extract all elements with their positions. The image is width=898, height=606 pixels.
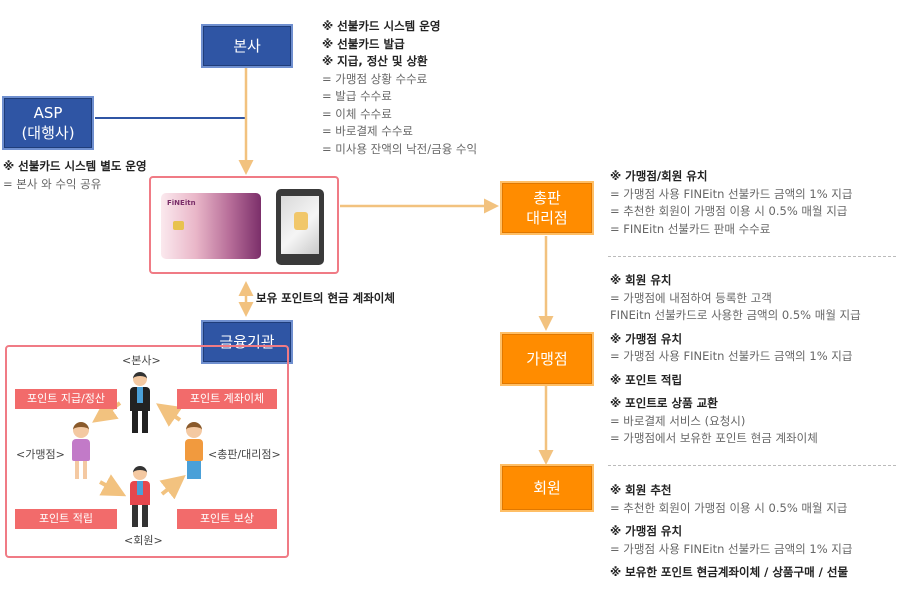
person-merchant-icon [70, 422, 92, 482]
flow-arrow-member-distributor [159, 475, 186, 500]
note-line: ※ 가맹점 유치 [610, 524, 683, 538]
point-flow-frame [5, 345, 289, 558]
distributor-box-label-line2: 대리점 [526, 209, 568, 227]
note-line: = FINEitn 선불카드 판매 수수료 [610, 221, 771, 236]
note-line: ※ 지급, 정산 및 상환 [322, 54, 428, 68]
distributor-notes: ※ 가맹점/회원 유치 = 가맹점 사용 FINEitn 선불카드 금액의 1% … [610, 168, 852, 238]
transfer-label: 보유 포인트의 현금 계좌이체 [256, 291, 395, 305]
note-line: ※ 회원 유치 [610, 273, 672, 287]
smartphone-icon [276, 189, 324, 265]
pill-accumulate: 포인트 적립 [15, 509, 117, 529]
hand-card-icon [294, 212, 308, 230]
person-hq-icon [128, 372, 152, 434]
note-line: = 바로결제 서비스 (요청시) [610, 413, 746, 428]
flow-arrow-merchant-member [99, 474, 127, 497]
hq-box: 본사 [201, 24, 293, 68]
pill-reward: 포인트 보상 [177, 509, 277, 529]
card-device-box: FiNEitn [149, 176, 339, 274]
note-line: = 가맹점 사용 FINEitn 선불카드 금액의 1% 지급 [610, 186, 853, 201]
note-line: = 가맹점 사용 FINEitn 선불카드 금액의 1% 지급 [610, 541, 853, 556]
note-line: = 미사용 잔액의 낙전/금융 수익 [322, 141, 478, 156]
asp-notes: ※ 선불카드 시스템 별도 운영 = 본사 와 수익 공유 [3, 158, 147, 193]
member-notes: ※ 회원 추천 = 추천한 회원이 가맹점 이용 시 0.5% 매월 지급 ※ 가맹… [610, 482, 852, 582]
note-line: = 바로결제 수수료 [322, 124, 414, 138]
note-line: FINEitn 선불카드로 사용한 금액의 0.5% 매월 지급 [610, 308, 861, 322]
note-line: = 가맹점 상황 수수료 [322, 71, 428, 86]
note-line: = 추천한 회원이 가맹점 이용 시 0.5% 매월 지급 [610, 204, 848, 218]
card-chip-icon [173, 221, 184, 230]
flow-label-merchant: <가맹점> [16, 448, 65, 461]
asp-box-label-line2: (대행사) [21, 124, 75, 142]
note-line: ※ 가맹점/회원 유치 [610, 169, 708, 183]
pill-pay-settle: 포인트 지급/정산 [15, 389, 117, 409]
note-line: ※ 가맹점 유치 [610, 331, 683, 346]
flow-label-member: <회원> [124, 534, 163, 547]
note-line: ※ 포인트로 상품 교환 [610, 396, 718, 410]
note-line: ※ 포인트 적립 [610, 372, 683, 387]
card-brand: FiNEitn [167, 199, 196, 207]
person-member-icon [128, 466, 152, 528]
finance-box: 금융기관 [201, 320, 293, 364]
note-line: = 가맹점에 내점하여 등록한 고객 [610, 290, 772, 305]
person-distributor-icon [183, 422, 205, 482]
member-box: 회원 [500, 464, 594, 512]
note-line: = 본사 와 수익 공유 [3, 176, 102, 191]
smartphone-screen [281, 196, 319, 254]
prepaid-card-image: FiNEitn [161, 193, 261, 259]
flow-arrow-distributor-hq [156, 403, 183, 427]
note-line: ※ 선불카드 시스템 운영 [322, 19, 441, 33]
note-line: = 가맹점 사용 FINEitn 선불카드 금액의 1% 지급 [610, 349, 853, 363]
note-line: = 가맹점에서 보유한 포인트 현금 계좌이체 [610, 431, 818, 445]
divider-2 [608, 465, 896, 466]
flow-label-hq: <본사> [122, 354, 161, 367]
divider-1 [608, 256, 896, 257]
note-line: = 추천한 회원이 가맹점 이용 시 0.5% 매월 지급 [610, 500, 848, 515]
distributor-box-label-line1: 총판 [533, 189, 561, 207]
note-line: ※ 보유한 포인트 현금계좌이체 / 상품구매 / 선물 [610, 565, 849, 579]
note-line: = 이체 수수료 [322, 106, 392, 121]
note-line: ※ 회원 추천 [610, 483, 672, 497]
hq-box-label: 본사 [233, 37, 261, 55]
merchant-notes: ※ 회원 유치 = 가맹점에 내점하여 등록한 고객 FINEitn 선불카드로 … [610, 272, 861, 448]
merchant-box-label: 가맹점 [526, 350, 568, 368]
member-box-label: 회원 [533, 479, 561, 497]
asp-box-label-line1: ASP [33, 104, 63, 122]
flow-label-distributor: <총판/대리점> [208, 448, 281, 461]
note-line: = 발급 수수료 [322, 89, 392, 103]
note-line: ※ 선불카드 시스템 별도 운영 [3, 159, 147, 173]
note-line: ※ 선불카드 발급 [322, 36, 405, 51]
pill-transfer: 포인트 계좌이체 [177, 389, 277, 409]
asp-box: ASP (대행사) [2, 96, 94, 150]
distributor-box: 총판 대리점 [500, 181, 594, 235]
merchant-box: 가맹점 [500, 332, 594, 386]
hq-notes: ※ 선불카드 시스템 운영 ※ 선불카드 발급 ※ 지급, 정산 및 상환 = 가맹점… [322, 18, 477, 158]
